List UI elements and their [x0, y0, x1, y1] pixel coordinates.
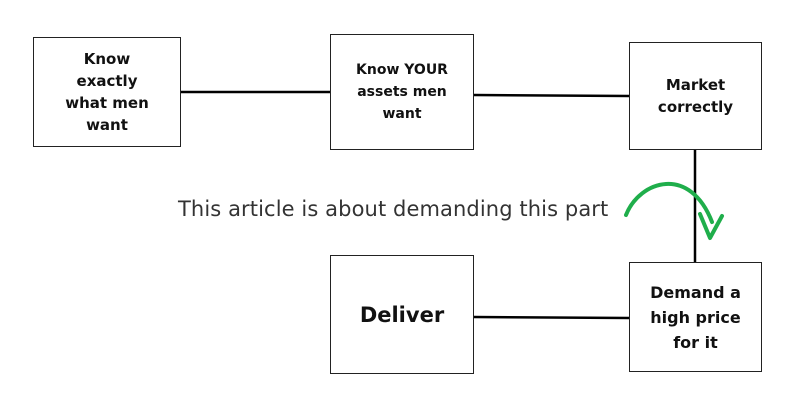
- box-label: Market correctly: [657, 76, 734, 116]
- curved-arrow-path: [624, 181, 714, 224]
- connector-box4-box5: [473, 315, 630, 320]
- box-demand-high-price: Demand a high price for it: [629, 262, 762, 372]
- box-know-what-men-want: Know exactly what men want: [33, 37, 181, 147]
- curved-arrow-icon: [624, 181, 724, 240]
- box-label: Know YOUR assets men want: [356, 62, 448, 122]
- arrowhead: [698, 212, 724, 240]
- annotation-text: This article is about demanding this par…: [178, 197, 609, 221]
- box-deliver: Deliver: [330, 255, 474, 374]
- connector-box2-box3: [473, 93, 630, 98]
- box-label: Know exactly what men want: [65, 50, 149, 134]
- box-know-your-assets: Know YOUR assets men want: [330, 34, 474, 150]
- box-market-correctly: Market correctly: [629, 42, 762, 150]
- box-label: Demand a high price for it: [650, 282, 741, 352]
- box-label: Deliver: [359, 302, 445, 327]
